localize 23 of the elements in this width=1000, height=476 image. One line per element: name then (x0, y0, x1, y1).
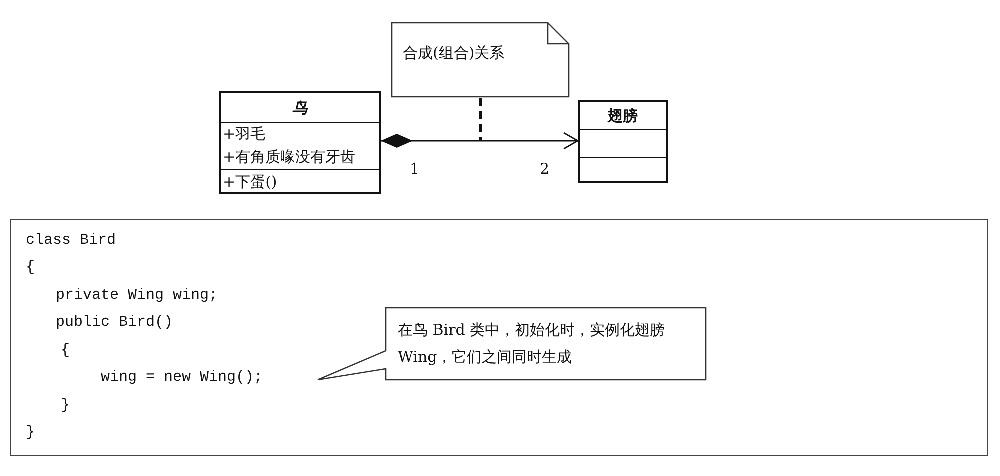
code-line: } (61, 397, 70, 414)
multiplicity-label: 1 (410, 160, 420, 178)
note-shape (391, 22, 570, 98)
dashed-connector (479, 98, 482, 141)
class-name: 翅膀 (580, 102, 666, 130)
code-line: private Wing wing; (56, 287, 218, 304)
attribute-text: +羽毛 (222, 124, 267, 145)
class-box (219, 91, 381, 194)
code-line: class Bird (26, 232, 116, 249)
code-line: { (26, 259, 36, 276)
code-panel (10, 219, 988, 456)
composition-arrow (381, 132, 579, 150)
method-text: +下蛋() (221, 169, 379, 194)
class-name: 鸟 (221, 93, 379, 123)
note-text: 合成(组合)关系 (403, 44, 505, 63)
code-line: public Bird() (56, 314, 174, 331)
class-box (578, 100, 668, 183)
code-line: } (26, 424, 36, 441)
multiplicity-label: 2 (540, 160, 550, 178)
callout-text: 在鸟 Bird 类中，初始化时，实例化翅膀 Wing，它们之间同时生成 (398, 320, 666, 368)
attribute-text: +有角质喙没有牙齿 (222, 147, 357, 168)
code-line: wing = new Wing(); (101, 369, 264, 386)
code-line: { (61, 342, 70, 359)
